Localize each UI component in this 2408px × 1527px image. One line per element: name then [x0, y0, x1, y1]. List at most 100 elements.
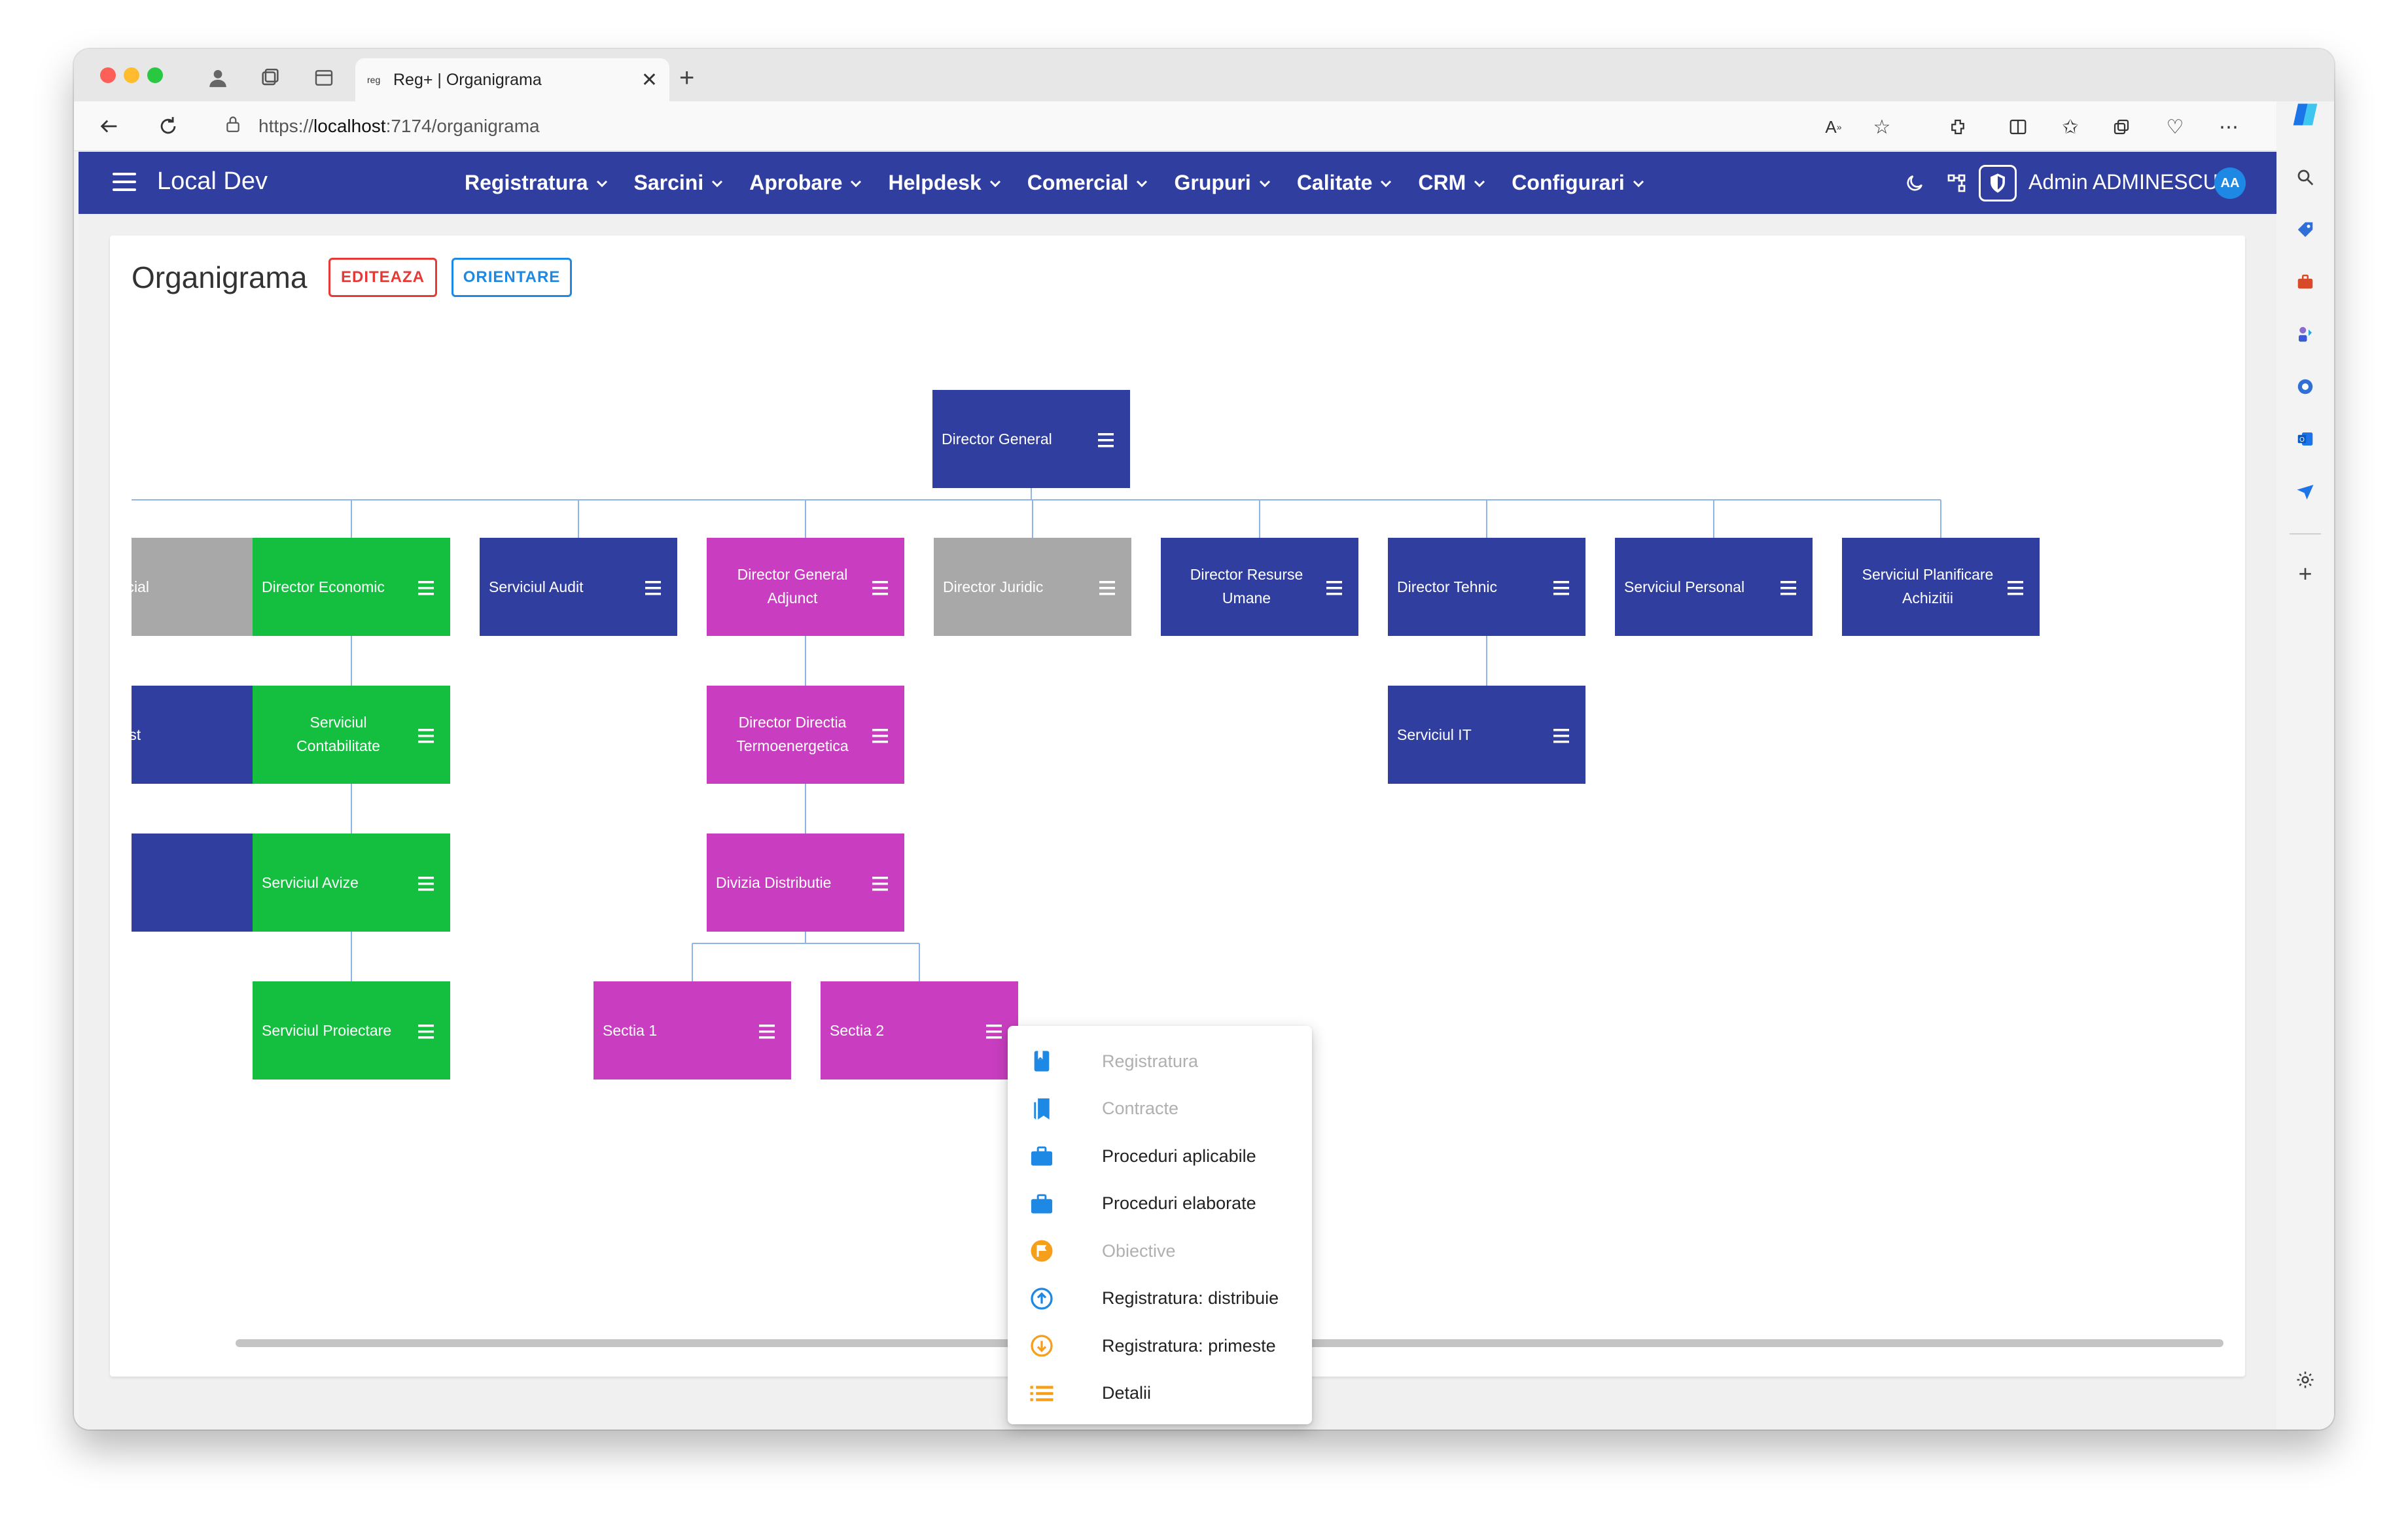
org-node-sp[interactable]: Serviciul Personal: [1615, 538, 1813, 636]
microsoft-365-icon[interactable]: [2291, 372, 2320, 401]
collections-icon[interactable]: [2108, 113, 2135, 141]
sidebar-settings-gear-icon[interactable]: [2291, 1365, 2320, 1394]
tools-icon[interactable]: [2291, 268, 2320, 296]
node-menu-bar: [418, 877, 434, 879]
menu-item-helpdesk[interactable]: Helpdesk: [888, 171, 1000, 195]
node-menu-bar: [1098, 445, 1114, 448]
node-menu-icon[interactable]: [986, 1025, 1002, 1039]
search-icon[interactable]: [2291, 163, 2320, 192]
close-window-button[interactable]: [100, 67, 116, 83]
app-brand: Local Dev: [157, 167, 268, 195]
context-menu-item[interactable]: Proceduri elaborate: [1008, 1180, 1312, 1227]
menu-item-sarcini[interactable]: Sarcini: [634, 171, 724, 195]
node-menu-icon[interactable]: [872, 729, 888, 743]
address-bar[interactable]: https://localhost:7174/organigrama: [205, 108, 1972, 145]
menu-item-crm[interactable]: CRM: [1418, 171, 1485, 195]
menu-item-calitate[interactable]: Calitate: [1297, 171, 1392, 195]
org-node-spr[interactable]: Serviciul Proiectare: [253, 981, 450, 1079]
org-chart-icon[interactable]: [1942, 169, 1971, 198]
node-menu-bar: [1326, 587, 1342, 589]
org-node-dj[interactable]: Director Juridic: [934, 538, 1131, 636]
menu-item-grupuri[interactable]: Grupuri: [1174, 171, 1270, 195]
node-menu-icon[interactable]: [1553, 581, 1569, 595]
security-shield-icon[interactable]: [1979, 165, 2017, 202]
context-menu-item[interactable]: Proceduri aplicabile: [1008, 1132, 1312, 1180]
profile-icon[interactable]: [205, 65, 231, 91]
menu-item-label: Configurari: [1512, 171, 1625, 194]
node-menu-bar: [872, 877, 888, 879]
node-menu-icon[interactable]: [418, 581, 434, 595]
menu-hamburger-icon[interactable]: [113, 173, 136, 191]
new-tab-icon[interactable]: +: [679, 63, 695, 92]
node-menu-icon[interactable]: [418, 1025, 434, 1039]
menu-item-registratura[interactable]: Registratura: [465, 171, 608, 195]
node-menu-icon[interactable]: [759, 1025, 775, 1039]
org-node-label-line: Director Directia: [739, 714, 847, 731]
org-node-sa[interactable]: Serviciul Audit: [480, 538, 677, 636]
org-node-dg[interactable]: Director General: [932, 390, 1130, 488]
node-menu-icon[interactable]: [2008, 581, 2023, 595]
org-node-sav[interactable]: Serviciul Avize: [253, 834, 450, 932]
workspaces-icon[interactable]: [257, 65, 283, 91]
user-name[interactable]: Admin ADMINESCU: [2028, 170, 2218, 194]
shopping-tag-icon[interactable]: [2291, 215, 2320, 244]
flag-icon: [1027, 1237, 1056, 1265]
dark-mode-moon-icon[interactable]: [1900, 169, 1929, 198]
node-menu-icon[interactable]: [872, 581, 888, 595]
read-aloud-icon[interactable]: A»: [1825, 116, 1842, 137]
more-menu-icon[interactable]: ⋯: [2219, 116, 2239, 138]
zoom-window-button[interactable]: [147, 67, 163, 83]
node-menu-icon[interactable]: [418, 729, 434, 743]
menu-item-comercial[interactable]: Comercial: [1027, 171, 1148, 195]
node-menu-icon[interactable]: [1326, 581, 1342, 595]
back-icon[interactable]: [95, 112, 124, 141]
org-node-dt[interactable]: Director Tehnic: [1388, 538, 1585, 636]
extensions-icon[interactable]: [1944, 113, 1972, 141]
outlook-icon[interactable]: O: [2291, 425, 2320, 453]
node-menu-icon[interactable]: [1780, 581, 1796, 595]
add-sidebar-app-icon[interactable]: +: [2298, 560, 2312, 587]
node-menu-icon[interactable]: [872, 877, 888, 891]
send-icon[interactable]: [2291, 477, 2320, 506]
context-menu-item[interactable]: Detalii: [1008, 1370, 1312, 1417]
copilot-icon[interactable]: [2291, 100, 2320, 129]
org-node-sit[interactable]: Serviciul IT: [1388, 686, 1585, 784]
org-node-label: Serviciul Proiectare: [262, 1022, 391, 1039]
lock-icon[interactable]: [224, 115, 241, 138]
org-node-box: [1842, 538, 2040, 636]
context-menu-item[interactable]: Registratura: distribuie: [1008, 1275, 1312, 1322]
user-avatar[interactable]: AA: [2214, 167, 2246, 199]
close-tab-icon[interactable]: ✕: [641, 69, 658, 91]
org-node-de[interactable]: Director Economic: [253, 538, 450, 636]
browser-essentials-icon[interactable]: ♡: [2166, 116, 2184, 138]
games-icon[interactable]: [2291, 320, 2320, 349]
org-node-label-line: Serviciul Proiectare: [262, 1022, 391, 1039]
node-menu-icon[interactable]: [1098, 433, 1114, 448]
favorites-icon[interactable]: ✩: [2062, 116, 2079, 138]
tab-organigrama[interactable]: reg Reg+ | Organigrama ✕: [355, 58, 669, 101]
briefcase-icon: [1027, 1142, 1056, 1170]
menu-item-aprobare[interactable]: Aprobare: [749, 171, 862, 195]
node-menu-icon[interactable]: [1553, 729, 1569, 743]
node-menu-icon[interactable]: [1099, 581, 1115, 595]
favorite-star-icon[interactable]: ☆: [1873, 116, 1891, 138]
split-screen-icon[interactable]: [2004, 113, 2032, 141]
menu-item-configurari[interactable]: Configurari: [1512, 171, 1644, 195]
node-menu-icon[interactable]: [645, 581, 661, 595]
orientation-button[interactable]: ORIENTARE: [452, 258, 572, 297]
tab-actions-icon[interactable]: [311, 65, 337, 91]
edit-button[interactable]: EDITEAZA: [328, 258, 437, 297]
org-node-s1[interactable]: Sectia 1: [593, 981, 791, 1079]
org-node-s2[interactable]: Sectia 2: [821, 981, 1018, 1079]
minimize-window-button[interactable]: [124, 67, 139, 83]
context-menu-item[interactable]: Registratura: primeste: [1008, 1322, 1312, 1369]
reload-icon[interactable]: [154, 112, 183, 141]
node-menu-icon[interactable]: [418, 877, 434, 891]
org-node-dd[interactable]: Divizia Distributie: [707, 834, 904, 932]
